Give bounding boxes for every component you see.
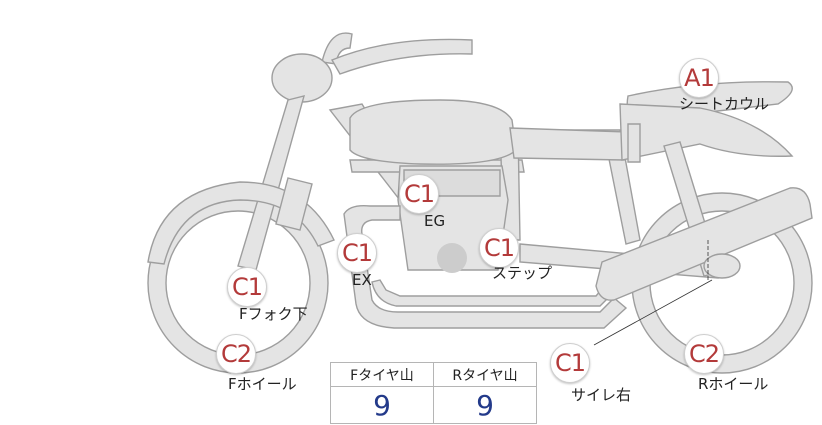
leader-line bbox=[593, 279, 713, 346]
label-seat-cowl: シートカウル bbox=[679, 95, 770, 113]
label-engine: EG bbox=[424, 212, 446, 230]
grade-badge-seat-cowl: A1 bbox=[679, 58, 719, 98]
headlight bbox=[271, 53, 333, 103]
exhaust-pipe bbox=[343, 204, 628, 329]
grade-badge-front-fork-lower: C1 bbox=[227, 267, 267, 307]
grade-badge-step: C1 bbox=[479, 228, 519, 268]
table-row: 9 9 bbox=[330, 386, 537, 424]
grade-badge-silencer-right: C1 bbox=[550, 343, 590, 383]
label-rear-wheel: Rホイール bbox=[698, 375, 769, 393]
muffler bbox=[595, 187, 813, 301]
label-step: ステップ bbox=[492, 264, 553, 282]
side-cover bbox=[509, 127, 629, 161]
header-front-tyre-tread: Fタイヤ山 bbox=[330, 362, 434, 387]
value-front-tyre-tread: 9 bbox=[330, 386, 434, 424]
value-rear-tyre-tread: 9 bbox=[433, 386, 537, 424]
label-silencer-right: サイレ右 bbox=[571, 386, 632, 404]
grade-badge-rear-wheel: C2 bbox=[684, 334, 724, 374]
table-header-row: Fタイヤ山 Rタイヤ山 bbox=[330, 362, 537, 387]
label-front-wheel: Fホイール bbox=[228, 375, 297, 393]
grade-badge-engine: C1 bbox=[399, 174, 439, 214]
fuel-tank bbox=[349, 99, 517, 165]
header-rear-tyre-tread: Rタイヤ山 bbox=[433, 362, 537, 387]
grade-badge-exhaust: C1 bbox=[337, 233, 377, 273]
label-exhaust: EX bbox=[352, 271, 372, 289]
grade-badge-front-wheel: C2 bbox=[216, 334, 256, 374]
label-front-fork-lower: Fフォク下 bbox=[239, 305, 308, 323]
tyre-tread-table: Fタイヤ山 Rタイヤ山 9 9 bbox=[330, 362, 537, 424]
